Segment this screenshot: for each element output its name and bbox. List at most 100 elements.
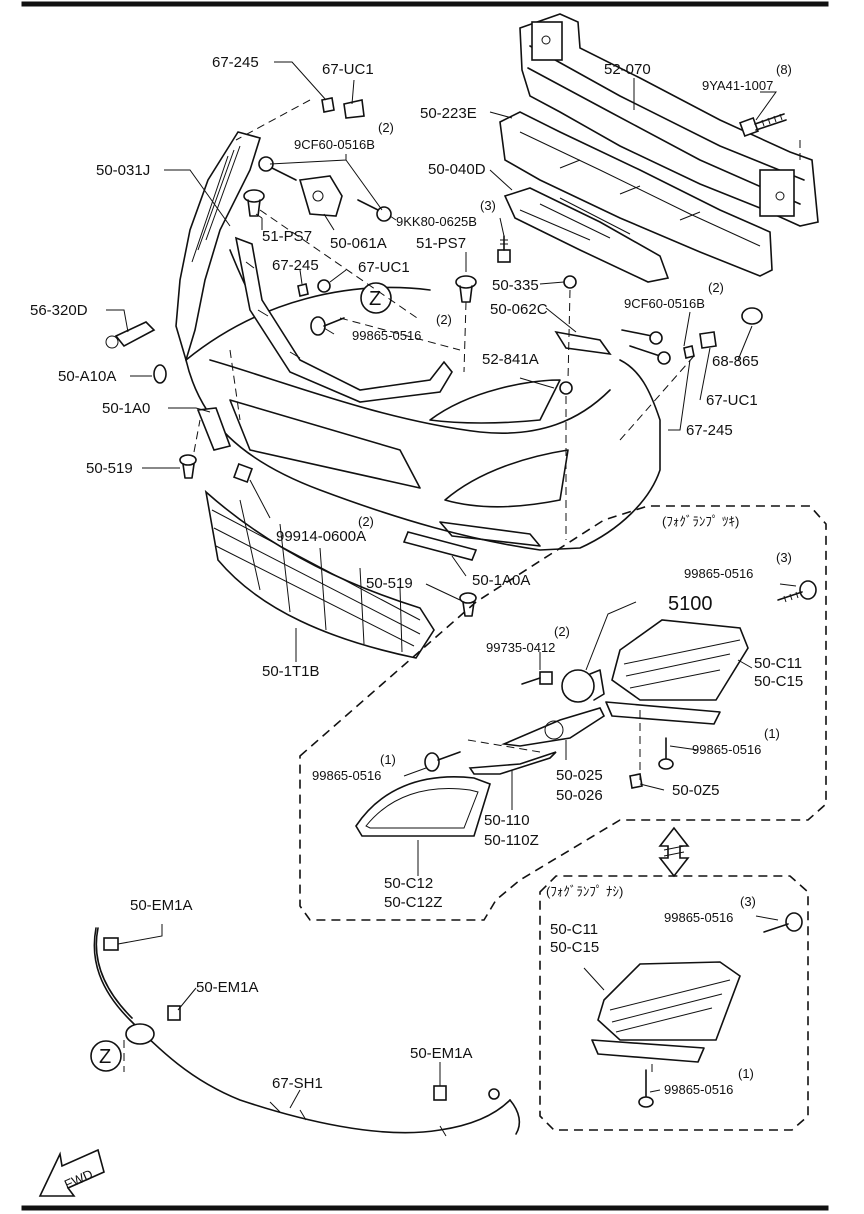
bolt-9ya41 <box>739 113 787 137</box>
label-50-c15-a: 50-C15 <box>754 673 803 690</box>
label-99865-a: 99865-0516 <box>352 328 421 343</box>
label-99865-qty-e: (3) <box>740 894 756 909</box>
assembly-dash-lines <box>123 99 801 1076</box>
label-99735: 99735-0412 <box>486 640 555 655</box>
bumper-cover <box>175 131 661 551</box>
screw-99865-f <box>638 1069 654 1108</box>
label-99865-qty-c: (1) <box>764 726 780 741</box>
label-9cf60-qty-a: (2) <box>378 120 394 135</box>
label-50-em1a-b: 50-EM1A <box>196 979 259 996</box>
label-50-1a0: 50-1A0 <box>102 400 150 417</box>
label-50-519-a: 50-519 <box>86 460 133 477</box>
label-50-031j: 50-031J <box>96 162 150 179</box>
tow-hook <box>105 321 156 349</box>
clip-67-uc1-b <box>317 279 331 293</box>
clip-50-335 <box>563 275 577 289</box>
fog-lamp <box>561 669 605 703</box>
label-99865-e: 99865-0516 <box>664 910 733 925</box>
screw-99865-d <box>424 751 461 772</box>
cover-50-025 <box>500 707 606 747</box>
label-fog-with: (ﾌｫｸﾞﾗﾝﾌﾟ ﾂｷ) <box>662 514 739 529</box>
label-67-245-c: 67-245 <box>686 422 733 439</box>
bracket-50-1a0a <box>402 531 478 561</box>
label-99914: 99914-0600A <box>276 528 366 545</box>
label-50-c12: 50-C12 <box>384 875 433 892</box>
bolt-9kk80 <box>497 235 511 263</box>
label-99865-qty-f: (1) <box>738 1066 754 1081</box>
label-99865-qty-a: (2) <box>436 312 452 327</box>
label-50-223e: 50-223E <box>420 105 477 122</box>
bracket-50-062c <box>554 330 612 356</box>
bracket-50-061a <box>298 175 343 217</box>
label-50-c15-b: 50-C15 <box>550 939 599 956</box>
screw-9cf60-right <box>621 329 671 365</box>
top-rule <box>21 1 829 7</box>
trim-50-110 <box>468 751 557 775</box>
label-group: 67-245 67-UC1 52-070 (8) 9YA41-1007 50-2… <box>30 54 803 1192</box>
clip-68-865 <box>741 307 763 325</box>
clip-67-245-c <box>683 345 695 359</box>
nut-52-841a <box>559 381 573 395</box>
label-50-110: 50-110 <box>484 812 530 829</box>
label-50-em1a-a: 50-EM1A <box>130 897 193 914</box>
clip-50-519-b <box>459 592 477 617</box>
push-pin-51-ps7-b <box>455 275 477 303</box>
fwd-arrow-icon <box>38 1148 105 1197</box>
label-99865-b: 99865-0516 <box>684 566 753 581</box>
label-50-519-b: 50-519 <box>366 575 413 592</box>
label-50-025: 50-025 <box>556 767 603 784</box>
label-50-061a: 50-061A <box>330 235 387 252</box>
label-99735-qty: (2) <box>554 624 570 639</box>
label-50-062c: 50-062C <box>490 301 548 318</box>
label-50-a10a: 50-A10A <box>58 368 116 385</box>
label-99865-c: 99865-0516 <box>692 742 761 757</box>
leader-lines <box>106 61 797 1109</box>
label-50-026: 50-026 <box>556 787 603 804</box>
label-67-245-a: 67-245 <box>212 54 259 71</box>
nut-99914 <box>233 463 253 483</box>
bumper-reinforcement <box>519 13 819 227</box>
screw-99865-b <box>777 580 817 603</box>
label-99865-qty-d: (1) <box>380 752 396 767</box>
label-99914-qty: (2) <box>358 514 374 529</box>
bracket-50-1a0 <box>196 407 232 451</box>
bumper-bracket <box>503 187 670 283</box>
wiring-harness <box>93 927 521 1137</box>
label-9kk80: 9KK80-0625B <box>396 214 477 229</box>
label-67-sh1: 67-SH1 <box>272 1075 323 1092</box>
screw-99865-e <box>763 912 803 933</box>
double-arrow <box>658 826 690 878</box>
screw-99735 <box>521 671 553 685</box>
label-fog-without: (ﾌｫｸﾞﾗﾝﾌﾟ ﾅｼ) <box>546 884 623 899</box>
label-50-1a0a: 50-1A0A <box>472 572 530 589</box>
bottom-rule <box>21 1205 829 1211</box>
cover-retainer <box>234 236 453 403</box>
clip-67-uc1-a <box>343 99 365 119</box>
label-99865-f: 99865-0516 <box>664 1082 733 1097</box>
label-68-865: 68-865 <box>712 353 759 370</box>
clip-67-uc1-c <box>699 331 717 349</box>
energy-absorber <box>499 111 773 277</box>
z-marker-lower <box>90 1040 122 1072</box>
label-50-c11-b: 50-C11 <box>550 921 598 938</box>
label-67-uc1-a: 67-UC1 <box>322 61 374 78</box>
label-9ya41-qty: (8) <box>776 62 792 77</box>
clip-50-0z5 <box>629 773 643 789</box>
label-50-110z: 50-110Z <box>484 832 539 849</box>
label-50-040d: 50-040D <box>428 161 486 178</box>
label-51-ps7-b: 51-PS7 <box>416 235 466 252</box>
label-9kk80-qty: (3) <box>480 198 496 213</box>
label-50-c12z: 50-C12Z <box>384 894 442 911</box>
label-50-c11-a: 50-C11 <box>754 655 802 672</box>
label-51-ps7-a: 51-PS7 <box>262 228 312 245</box>
label-52-841a: 52-841A <box>482 351 539 368</box>
label-9ya41: 9YA41-1007 <box>702 78 773 93</box>
screw-9cf60-top <box>258 156 392 222</box>
fog-with-box <box>299 505 827 921</box>
label-50-1t1b: 50-1T1B <box>262 663 320 680</box>
label-9cf60-b: 9CF60-0516B <box>624 296 705 311</box>
bezel-50-c11-b <box>591 961 741 1063</box>
label-52-070: 52-070 <box>604 61 651 78</box>
label-9cf60-a: 9CF60-0516B <box>294 137 375 152</box>
